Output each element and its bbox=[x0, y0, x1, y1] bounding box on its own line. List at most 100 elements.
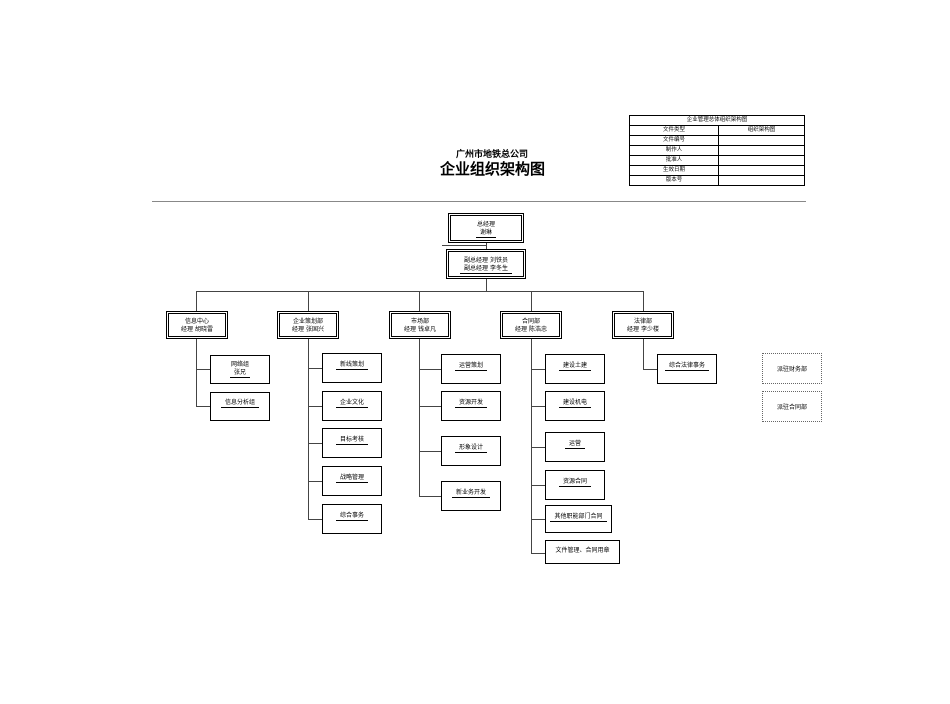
connector bbox=[419, 369, 441, 370]
sub-unit-box: 目标考核 bbox=[322, 428, 382, 458]
dept-name: 合同部 bbox=[521, 318, 540, 325]
sub-unit-box: 资源合同 bbox=[545, 470, 605, 500]
dept-manager: 经理 李少楼 bbox=[627, 326, 659, 333]
sub-unit-box: 综合法律事务 bbox=[657, 354, 717, 384]
sub-unit-name: 网络组 bbox=[230, 361, 249, 368]
info-value bbox=[718, 155, 805, 166]
sub-unit-box: 形象设计 bbox=[441, 436, 501, 466]
chart-title: 企业组织架构图 bbox=[439, 160, 545, 178]
info-label: 生效日期 bbox=[629, 165, 719, 176]
gm-box: 总经理 谢琳 bbox=[448, 213, 524, 243]
dept-name: 信息中心 bbox=[184, 318, 209, 325]
connector bbox=[531, 339, 532, 554]
connector bbox=[419, 406, 441, 407]
sub-unit-name: 运营 bbox=[564, 440, 585, 449]
connector bbox=[442, 245, 486, 246]
sub-unit-name: 运营策划 bbox=[454, 362, 487, 371]
connector bbox=[196, 291, 197, 311]
dept-box: 信息中心 经理 胡晓雷 bbox=[166, 311, 228, 339]
info-value bbox=[718, 135, 805, 146]
connector bbox=[531, 406, 545, 407]
connector bbox=[196, 369, 210, 370]
dept-manager: 经理 钱卓凡 bbox=[404, 326, 436, 333]
gm-title: 总经理 bbox=[476, 221, 495, 228]
connector bbox=[419, 496, 441, 497]
dept-manager: 经理 陈浩忠 bbox=[515, 326, 547, 333]
sub-unit-box: 其他职能部门合同 bbox=[545, 505, 612, 533]
connector bbox=[419, 339, 420, 496]
external-unit-name: 派驻财务部 bbox=[776, 366, 807, 373]
connector bbox=[196, 291, 644, 292]
connector bbox=[531, 519, 545, 520]
dept-name: 企业策划部 bbox=[292, 318, 323, 325]
external-unit-box: 派驻合同部 bbox=[762, 391, 822, 422]
sub-unit-box: 网络组 张兄 bbox=[210, 355, 270, 384]
info-label: 批准人 bbox=[629, 155, 719, 166]
connector bbox=[531, 553, 545, 554]
external-unit-name: 派驻合同部 bbox=[776, 404, 807, 411]
sub-unit-name: 信息分析组 bbox=[220, 399, 259, 408]
sub-unit-name: 文件管理、合同用章 bbox=[555, 547, 610, 554]
info-label: 文件编号 bbox=[629, 135, 719, 146]
dept-name: 法律部 bbox=[633, 318, 652, 325]
connector bbox=[308, 519, 322, 520]
sub-unit-name: 目标考核 bbox=[335, 436, 368, 445]
sub-unit-box: 文件管理、合同用章 bbox=[545, 540, 620, 564]
connector bbox=[196, 406, 210, 407]
connector bbox=[308, 406, 322, 407]
info-label: 文件类型 bbox=[629, 125, 719, 136]
sub-unit-box: 新线策划 bbox=[322, 353, 382, 383]
sub-unit-name: 资源开发 bbox=[454, 399, 487, 408]
sub-unit-box: 运营策划 bbox=[441, 354, 501, 384]
sub-unit-box: 信息分析组 bbox=[210, 392, 270, 421]
header-separator bbox=[152, 201, 806, 202]
sub-unit-name: 新线策划 bbox=[335, 361, 368, 370]
sub-unit-box: 新业务开发 bbox=[441, 481, 501, 511]
sub-unit-name: 战略管理 bbox=[335, 474, 368, 483]
connector bbox=[308, 443, 322, 444]
connector bbox=[643, 291, 644, 311]
info-value bbox=[718, 165, 805, 176]
connector bbox=[486, 279, 487, 291]
sub-unit-name: 综合事务 bbox=[335, 512, 368, 521]
sub-unit-name: 形象设计 bbox=[454, 444, 487, 453]
sub-unit-name: 综合法律事务 bbox=[664, 362, 709, 371]
connector bbox=[308, 339, 309, 519]
sub-unit-box: 建设土建 bbox=[545, 354, 605, 384]
connector bbox=[486, 243, 487, 249]
info-value bbox=[718, 175, 805, 186]
connector bbox=[196, 339, 197, 406]
sub-unit-box: 战略管理 bbox=[322, 466, 382, 496]
dept-box: 合同部 经理 陈浩忠 bbox=[500, 311, 562, 339]
info-label: 版本号 bbox=[629, 175, 719, 186]
connector bbox=[643, 339, 644, 369]
gm-name: 谢琳 bbox=[475, 229, 496, 238]
sub-unit-box: 运营 bbox=[545, 432, 605, 462]
dept-manager: 经理 胡晓雷 bbox=[181, 326, 213, 333]
connector bbox=[531, 291, 532, 311]
connector bbox=[419, 451, 441, 452]
sub-unit-name: 建设机电 bbox=[558, 399, 591, 408]
dept-box: 市场部 经理 钱卓凡 bbox=[389, 311, 451, 339]
sub-unit-name: 资源合同 bbox=[558, 478, 591, 487]
external-unit-box: 派驻财务部 bbox=[762, 353, 822, 384]
sub-unit-name: 其他职能部门合同 bbox=[550, 513, 607, 522]
sub-unit-lead: 张兄 bbox=[229, 369, 250, 378]
dept-box: 企业策划部 经理 张国兴 bbox=[277, 311, 339, 339]
company-name: 广州市地铁总公司 bbox=[455, 150, 528, 160]
sub-unit-name: 新业务开发 bbox=[451, 489, 490, 498]
sub-unit-box: 企业文化 bbox=[322, 391, 382, 421]
vgm-line: 副总经理 刘铁员 bbox=[464, 257, 508, 264]
connector bbox=[531, 369, 545, 370]
connector bbox=[531, 447, 545, 448]
connector bbox=[643, 369, 657, 370]
dept-manager: 经理 张国兴 bbox=[292, 326, 324, 333]
connector bbox=[531, 485, 545, 486]
sub-unit-box: 建设机电 bbox=[545, 391, 605, 421]
sub-unit-name: 建设土建 bbox=[558, 362, 591, 371]
dept-name: 市场部 bbox=[410, 318, 429, 325]
info-value bbox=[718, 145, 805, 156]
sub-unit-box: 综合事务 bbox=[322, 504, 382, 534]
connector bbox=[419, 291, 420, 311]
connector bbox=[308, 481, 322, 482]
